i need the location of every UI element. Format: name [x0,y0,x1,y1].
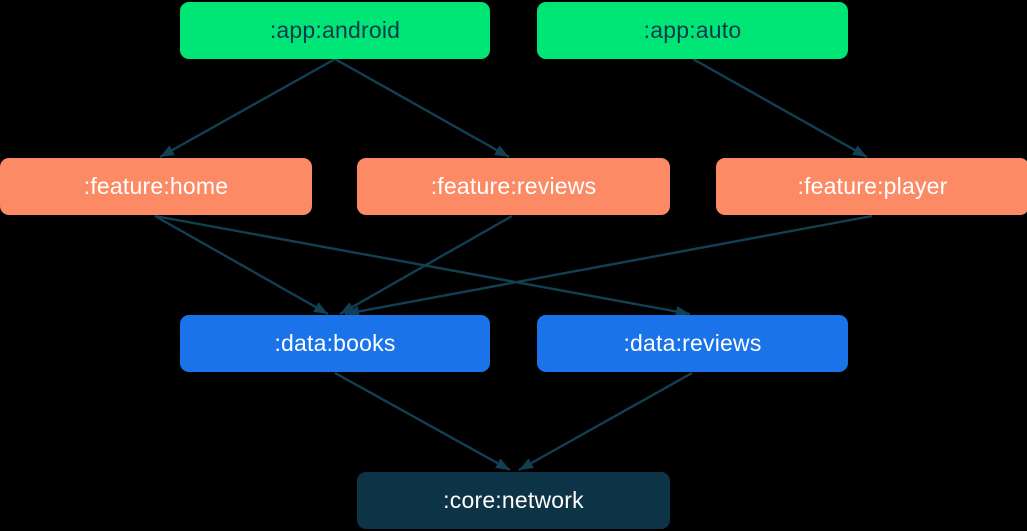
node-label-feature-home: :feature:home [83,173,229,199]
arrowhead-icon [340,302,355,314]
node-label-app-android: :app:android [269,17,401,43]
edge-app-auto-to-feature-player [692,57,868,159]
arrowhead-icon [495,458,510,470]
arrowhead-icon [519,458,534,470]
edge-feature-player-to-data-books [344,214,873,317]
node-label-feature-reviews: :feature:reviews [430,173,597,199]
node-label-feature-player: :feature:player [797,173,948,199]
node-label-data-reviews: :data:reviews [623,330,762,356]
arrowhead-icon [160,145,175,157]
node-label-data-books: :data:books [274,330,396,356]
node-feature-reviews[interactable]: :feature:reviews [357,158,670,215]
node-feature-player[interactable]: :feature:player [716,158,1027,215]
edge-app-android-to-feature-home [159,57,336,159]
arrowhead-icon [852,145,867,157]
edge-data-books-to-core-network [334,371,511,472]
edge-feature-home-to-data-books [154,214,329,316]
arrowhead-icon [313,302,328,314]
node-core-network[interactable]: :core:network [357,472,670,529]
node-app-auto[interactable]: :app:auto [537,2,848,59]
node-data-books[interactable]: :data:books [180,315,490,372]
edge-app-android-to-feature-reviews [334,57,510,159]
node-feature-home[interactable]: :feature:home [0,158,312,215]
node-data-reviews[interactable]: :data:reviews [537,315,848,372]
node-label-core-network: :core:network [443,487,584,513]
edge-data-reviews-to-core-network [518,371,693,472]
node-label-app-auto: :app:auto [643,17,742,43]
node-app-android[interactable]: :app:android [180,2,490,59]
edge-feature-reviews-to-data-books [339,214,513,316]
arrowhead-icon [494,145,509,157]
edge-feature-home-to-data-reviews [154,214,691,317]
